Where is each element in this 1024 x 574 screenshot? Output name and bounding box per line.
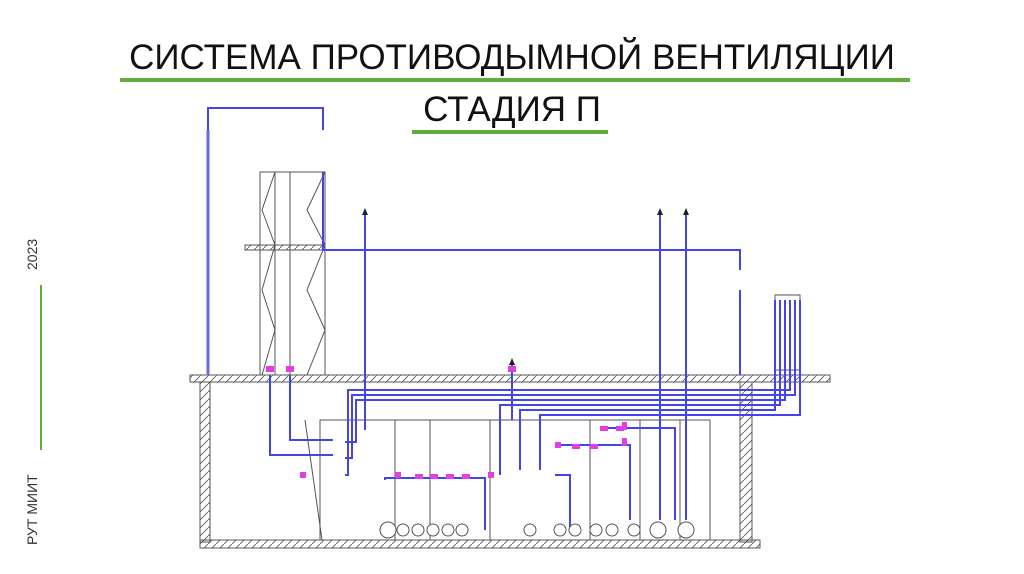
title-underline bbox=[120, 78, 910, 82]
valves bbox=[266, 366, 627, 479]
arrows bbox=[362, 208, 689, 365]
fan-units bbox=[379, 521, 695, 539]
building-structure bbox=[189, 171, 831, 549]
slide-title: СИСТЕМА ПРОТИВОДЫМНОЙ ВЕНТИЛЯЦИИ bbox=[129, 38, 895, 77]
side-divider bbox=[40, 285, 42, 450]
subtitle-underline bbox=[412, 130, 608, 134]
slide-subtitle: СТАДИЯ П bbox=[423, 90, 601, 129]
ducts bbox=[206, 107, 801, 530]
